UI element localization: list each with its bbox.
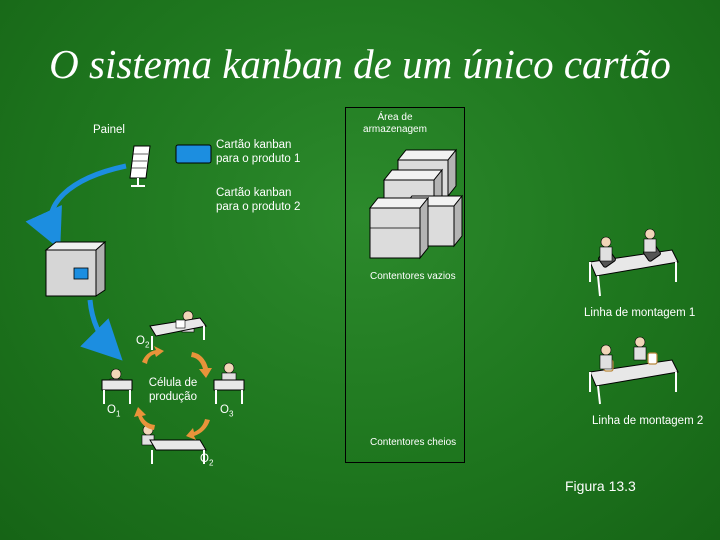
card2-label: Cartão kanban para o produto 2 [216,187,301,213]
operation-label-o2-bottom: O2 [200,453,214,468]
assembly-table-icon [213,379,245,404]
empty-containers-label: Contentores vazios [370,271,456,282]
operation-label-o1: O1 [107,404,121,419]
worker-icon [599,228,657,262]
figure-label: Figura 13.3 [565,478,636,494]
page-title: O sistema kanban de um único cartão [49,41,671,87]
assembly-line-1-label: Linha de montagem 1 [584,307,696,319]
operation-label-o3: O3 [220,404,234,419]
card1-label: Cartão kanban para o produto 1 [216,139,301,165]
operation-label-o2-top: O2 [136,335,150,350]
container-stack-icon [368,148,464,260]
storage-area-label: Área de armazenagem [363,112,427,135]
assembly-line-2-label: Linha de montagem 2 [592,415,704,427]
cycle-arrows [134,346,212,440]
assembly-table-icon [101,379,133,404]
production-cell-label: Célula de produção [148,377,198,403]
assembly-table-icon [149,317,207,350]
kanban-card-icon [175,144,212,164]
machine-icon [44,240,107,297]
arrow-panel-to-machine [25,163,127,250]
storage-area-box [345,107,465,463]
panel-label: Painel [93,124,125,136]
full-containers-label: Contentores cheios [370,437,457,448]
worker-icon [599,336,647,370]
assembly-table-icon [149,439,207,464]
kanban-panel-icon [129,145,151,187]
arrow-machine-to-cell [80,299,123,361]
